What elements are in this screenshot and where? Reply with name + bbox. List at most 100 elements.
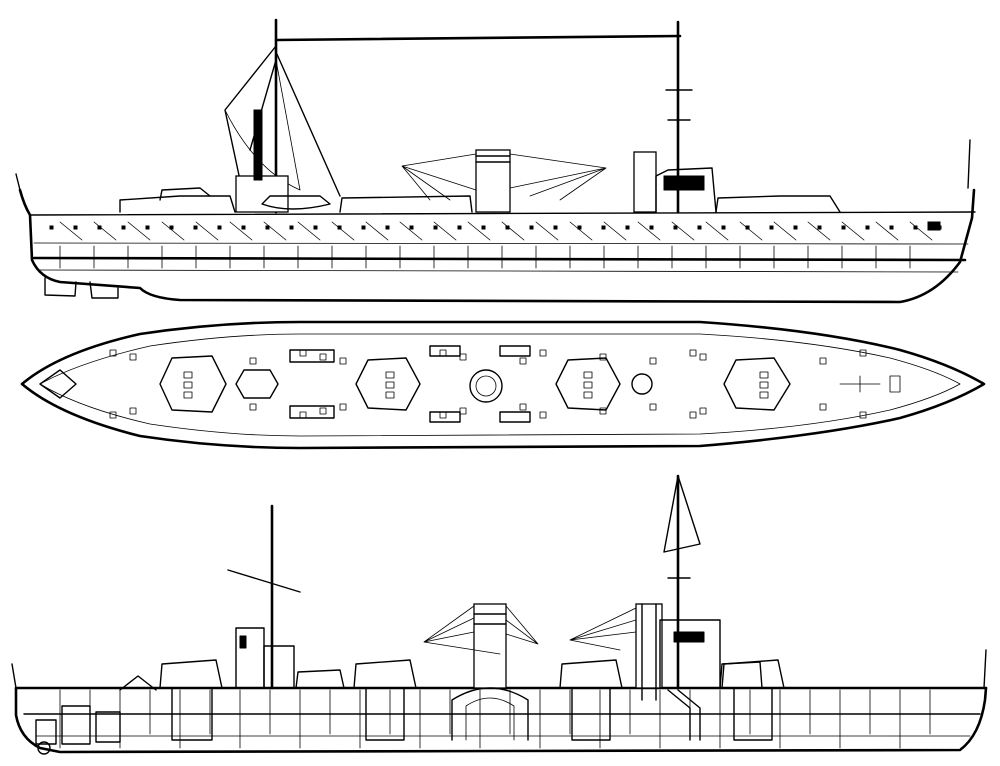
hull-frame-line (807, 221, 831, 241)
profile-view (15, 18, 976, 304)
profile-fore-bridge-detail (663, 175, 705, 191)
section-turret-4 (721, 659, 785, 741)
section-fore-mast-sail (663, 475, 701, 553)
porthole (97, 225, 102, 230)
section-fan-2 (569, 607, 637, 651)
profile-funnel-2 (633, 151, 657, 213)
profile-mid-deckhouse (339, 195, 473, 213)
porthole (793, 225, 798, 230)
porthole (769, 225, 774, 230)
porthole (433, 225, 438, 230)
deck-fitting (819, 357, 827, 365)
deck-fitting (689, 349, 697, 357)
hull-frame-line (399, 221, 423, 241)
hull-frame-line (569, 221, 593, 241)
hull-frame-line (841, 221, 865, 241)
profile-aft-turret (159, 187, 211, 201)
profile-rudder (89, 281, 119, 299)
hull-frame-line (909, 221, 933, 241)
profile-hull-frames (59, 221, 933, 269)
section-bulkheads (59, 689, 931, 749)
profile-crane-boom (274, 34, 682, 42)
plan-deck-edge (39, 333, 961, 437)
plan-boats (289, 345, 531, 423)
plan-turret-aft-small (235, 369, 279, 399)
porthole (169, 225, 174, 230)
porthole (121, 225, 126, 230)
deck-fitting (699, 407, 707, 415)
section-stern-staff (11, 663, 17, 689)
porthole (193, 225, 198, 230)
porthole (385, 225, 390, 230)
deck-fitting (129, 353, 137, 361)
deck-fitting (649, 357, 657, 365)
profile-fore-bridge (655, 167, 717, 213)
deck-fitting (539, 411, 547, 419)
deck-fitting (599, 407, 607, 415)
deck-fitting (649, 403, 657, 411)
plan-turret-3 (555, 357, 621, 411)
profile-belt-upper (33, 242, 969, 245)
porthole (913, 225, 918, 230)
deck-fitting (339, 403, 347, 411)
profile-hull (18, 188, 976, 304)
profile-portholes (49, 225, 942, 230)
hull-frame-line (93, 221, 117, 241)
deck-fitting (299, 349, 307, 357)
porthole (217, 225, 222, 230)
section-hull-outline (14, 686, 988, 754)
hull-frame-line (603, 221, 627, 241)
deck-fitting (109, 411, 117, 419)
profile-crane-stay (275, 51, 341, 197)
profile-aft-funnel-stub (253, 109, 263, 181)
deck-fitting (439, 349, 447, 357)
hull-frame-line (705, 221, 729, 241)
porthole (697, 225, 702, 230)
profile-stern (44, 277, 77, 297)
plan-deck-fittings (109, 349, 867, 419)
plan-turret-2 (355, 357, 421, 411)
deck-fitting (599, 353, 607, 361)
hull-frame-line (637, 221, 661, 241)
porthole (865, 225, 870, 230)
hull-frame-line (467, 221, 491, 241)
deck-fitting (459, 407, 467, 415)
plan-turret-4 (723, 357, 791, 411)
plan-turret-1 (159, 355, 227, 413)
profile-fan-1 (401, 153, 477, 201)
section-funnel-2 (635, 603, 701, 741)
porthole (73, 225, 78, 230)
porthole (145, 225, 150, 230)
profile-waterline (32, 256, 967, 262)
porthole (601, 225, 606, 230)
hull-frame-line (263, 221, 287, 241)
deck-fitting (439, 411, 447, 419)
profile-derrick-rigging-1 (224, 45, 277, 181)
hull-frame-line (229, 221, 253, 241)
hull-frame-line (671, 221, 695, 241)
deck-fitting (339, 357, 347, 365)
porthole (577, 225, 582, 230)
section-stern-machinery (35, 675, 157, 755)
porthole (505, 225, 510, 230)
porthole (889, 225, 894, 230)
porthole (841, 225, 846, 230)
profile-fore-mast-yards (665, 89, 693, 121)
profile-belt-lower (39, 269, 959, 273)
profile-funnel-1 (475, 149, 511, 213)
hull-frame-line (773, 221, 797, 241)
deck-fitting (249, 357, 257, 365)
porthole (625, 225, 630, 230)
plan-view (20, 320, 986, 450)
porthole (553, 225, 558, 230)
hull-frame-line (127, 221, 151, 241)
profile-funnel-1-cap (475, 155, 511, 163)
hull-frame-line (433, 221, 457, 241)
hull-frame-line (195, 221, 219, 241)
plan-funnel-1 (469, 369, 503, 403)
section-bow-staff (983, 649, 987, 689)
porthole (529, 225, 534, 230)
porthole (289, 225, 294, 230)
deck-fitting (249, 403, 257, 411)
